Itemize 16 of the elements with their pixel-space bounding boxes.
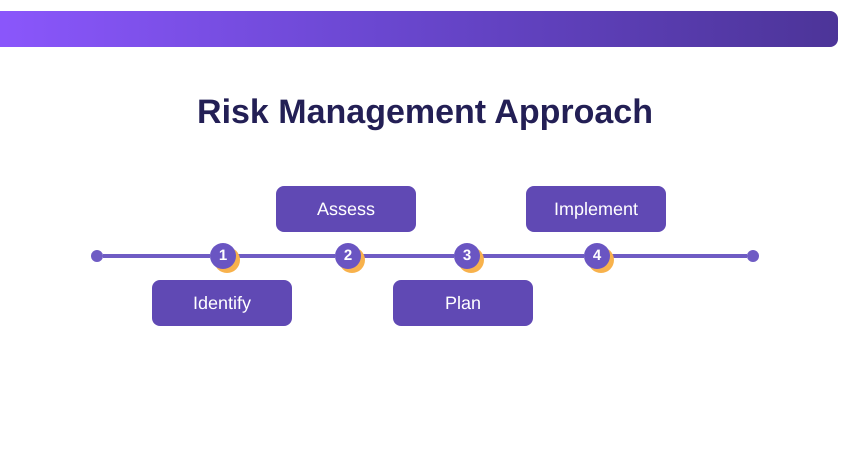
step-number-circle: 3 bbox=[454, 243, 480, 269]
process-box: Implement bbox=[526, 186, 666, 232]
step-number-circle: 2 bbox=[335, 243, 361, 269]
step-number-circle: 1 bbox=[210, 243, 236, 269]
process-box: Identify bbox=[152, 280, 292, 326]
timeline-line bbox=[236, 254, 335, 258]
process-box: Plan bbox=[393, 280, 533, 326]
process-box: Assess bbox=[276, 186, 416, 232]
diagram-title: Risk Management Approach bbox=[196, 92, 654, 133]
step-number-circle: 4 bbox=[584, 243, 610, 269]
timeline-end-dot bbox=[747, 250, 759, 262]
timeline-line bbox=[361, 254, 454, 258]
timeline-line bbox=[480, 254, 584, 258]
timeline-line bbox=[103, 254, 210, 258]
timeline-line bbox=[610, 254, 747, 258]
timeline-end-dot bbox=[91, 250, 103, 262]
